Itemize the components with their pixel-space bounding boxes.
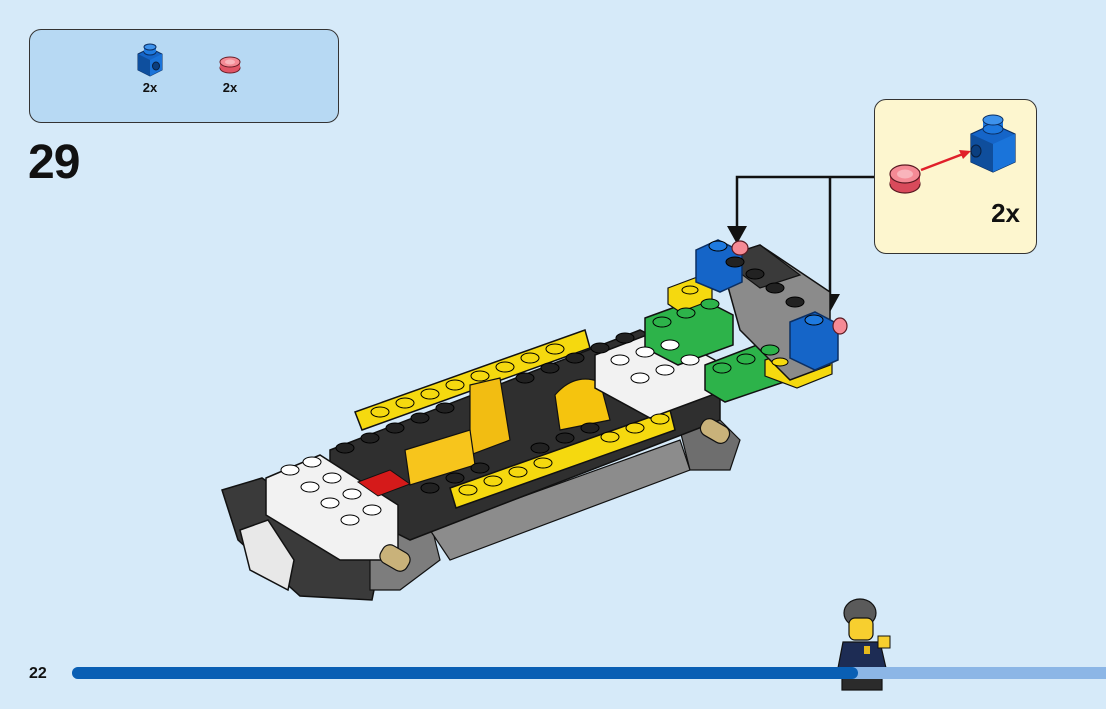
yellow-rail-front bbox=[449, 409, 676, 509]
minifig-head bbox=[848, 617, 874, 641]
axle-pin-icon bbox=[379, 418, 731, 572]
part-qty-red-tile: 2x bbox=[222, 80, 238, 95]
pointer-arrowhead-icon bbox=[727, 226, 747, 244]
subassembly-diagram bbox=[889, 114, 1016, 194]
parts-list-box: 2x 2x bbox=[29, 29, 339, 123]
blue-brick-icon bbox=[137, 43, 163, 77]
part-red-tile: 2x bbox=[200, 42, 260, 95]
page-number: 22 bbox=[29, 665, 47, 682]
subassembly-callout: 2x bbox=[874, 99, 1037, 254]
blue-brick-left bbox=[695, 239, 743, 293]
red-tile-icon bbox=[889, 164, 921, 194]
assembly-arrow-icon bbox=[920, 152, 964, 172]
step-number: 29 bbox=[28, 136, 80, 189]
yellow-curved-piece bbox=[554, 378, 611, 431]
red-round-tile-icon bbox=[219, 56, 241, 74]
progress-fill bbox=[72, 667, 858, 679]
callout-qty: 2x bbox=[991, 198, 1020, 228]
callout-pointer-arrows bbox=[735, 175, 874, 296]
blue-brick-right bbox=[789, 311, 839, 371]
progress-bar bbox=[72, 667, 1106, 679]
license-plate bbox=[239, 519, 295, 592]
blue-brick-icon bbox=[970, 114, 1016, 173]
part-blue-brick: 2x bbox=[120, 42, 180, 95]
front-bumper bbox=[221, 477, 381, 601]
part-qty-blue-brick: 2x bbox=[142, 80, 158, 95]
